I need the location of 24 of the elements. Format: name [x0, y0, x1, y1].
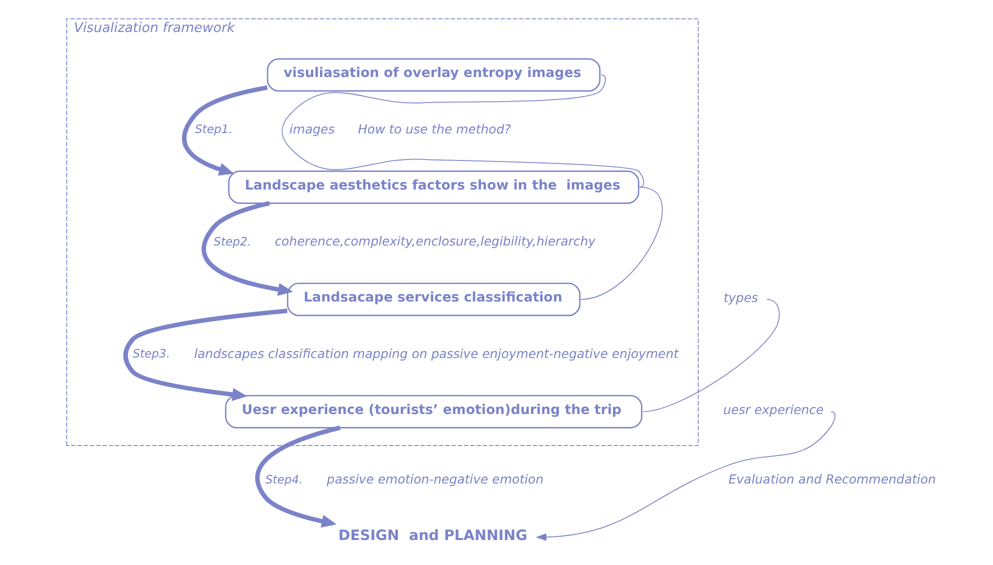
arrow: [182, 85, 268, 176]
arrow: [536, 411, 836, 541]
edge-label: Evaluation and Recommendation: [728, 472, 936, 487]
arrow: [202, 201, 294, 296]
label: landscapes classification mapping on passive enjoyment-negative enjoyment: [194, 346, 679, 361]
node-box: Landsacape services classification: [286, 282, 580, 316]
edge-label: Step2.: [214, 234, 252, 248]
connector: [580, 186, 662, 300]
edge-label: Step4.: [265, 472, 303, 486]
node-box: Landscape aesthetics factors show in the images: [228, 170, 640, 204]
arrow: [123, 308, 288, 401]
edge-label: Step3.: [132, 346, 170, 361]
label: How to use the method?: [358, 121, 511, 136]
node-box: Uesr experience (tourists’ emotion)during the trip: [225, 394, 642, 428]
connector: [642, 298, 780, 412]
edge-label: Step1.: [194, 122, 232, 136]
node-text: types: [724, 290, 758, 305]
label: passive emotion-negative emotion: [326, 472, 544, 487]
label: coherence,complexity,enclosure,legibility,hierarchy: [274, 234, 596, 249]
connector: [282, 74, 644, 188]
node-box: visuliasation of overlay entropy images: [266, 58, 600, 92]
edge-label: images: [289, 121, 335, 136]
node-text: DESIGN and PLANNING: [338, 528, 528, 544]
node-text: uesr experience: [723, 402, 824, 418]
